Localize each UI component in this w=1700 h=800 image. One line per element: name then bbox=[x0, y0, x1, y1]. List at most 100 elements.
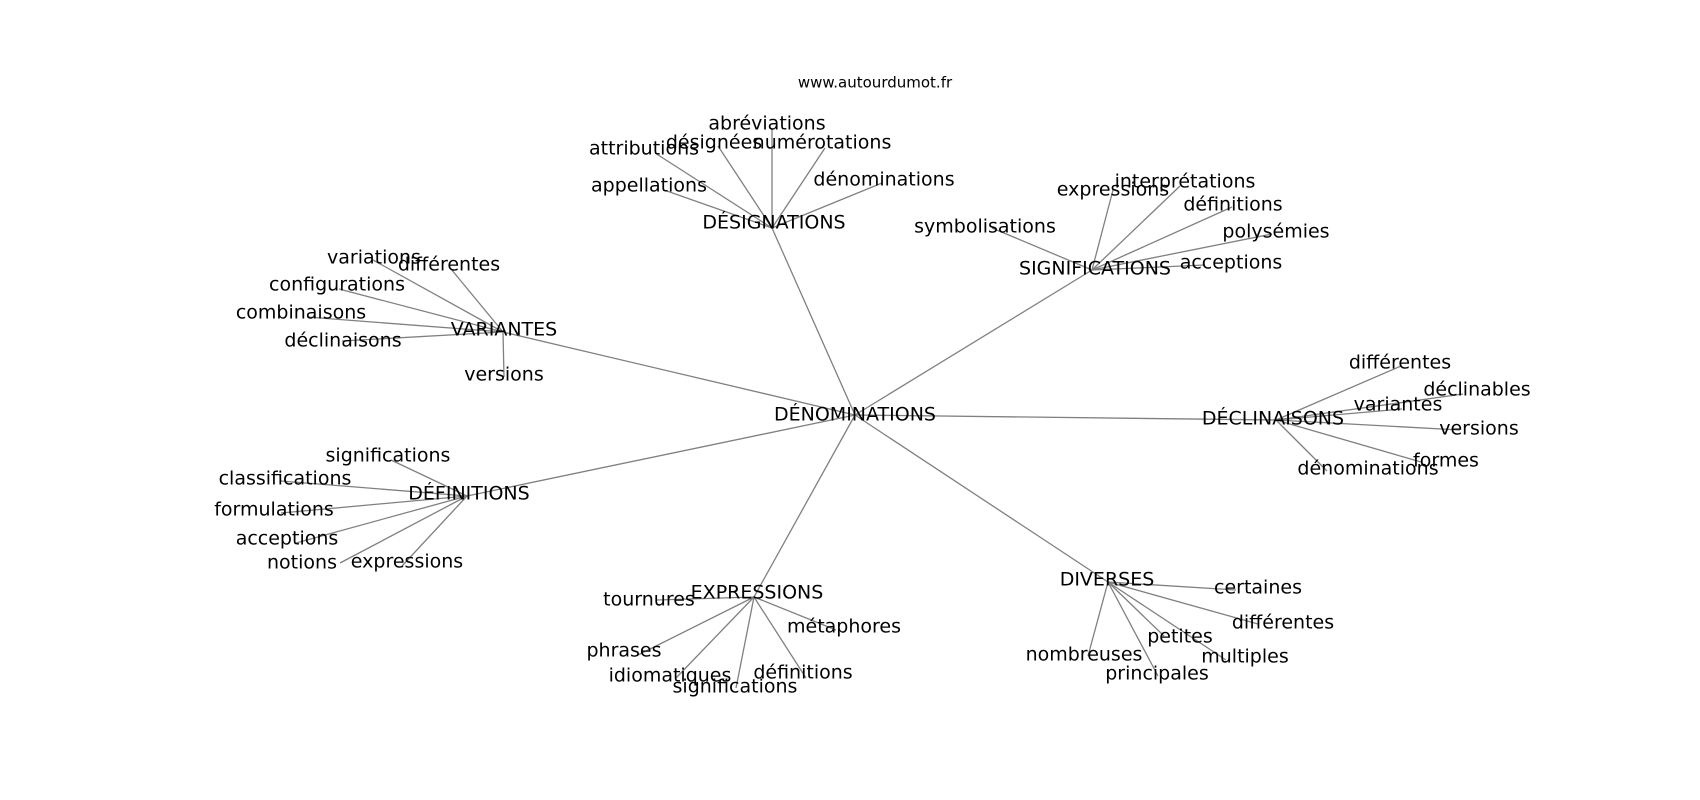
edge-designations-1 bbox=[654, 152, 773, 229]
branch-node-significations: SIGNIFICATIONS bbox=[1019, 258, 1171, 280]
leaf-node-significations-3: symbolisations bbox=[914, 216, 1056, 238]
leaf-node-diverses-0: certaines bbox=[1214, 577, 1302, 599]
edge-definitions-2 bbox=[280, 495, 468, 514]
leaf-node-designations-1: attributions bbox=[589, 138, 699, 160]
leaf-node-diverses-3: nombreuses bbox=[1026, 644, 1143, 666]
edge-expressions-0 bbox=[656, 596, 755, 601]
edge-significations-4 bbox=[1091, 233, 1273, 271]
edge-declinaisons-0 bbox=[1275, 365, 1402, 421]
edge-variantes-2 bbox=[338, 288, 504, 333]
leaf-node-variantes-0: variations bbox=[327, 247, 421, 269]
branch-node-designations: DÉSIGNATIONS bbox=[702, 211, 845, 234]
leaf-node-diverses-5: principales bbox=[1105, 663, 1209, 685]
leaf-node-significations-5: acceptions bbox=[1180, 252, 1283, 274]
leaf-node-declinaisons-3: versions bbox=[1439, 418, 1519, 440]
edge-diverses-0 bbox=[1107, 581, 1237, 591]
edge-expressions-2 bbox=[635, 596, 755, 657]
edge-definitions-4 bbox=[339, 495, 468, 564]
leaf-node-designations-2: désignées bbox=[666, 132, 762, 154]
leaf-node-definitions-2: formulations bbox=[214, 499, 334, 521]
edge-declinaisons-2 bbox=[1275, 408, 1403, 421]
edge-significations-1 bbox=[1091, 189, 1114, 271]
leaf-node-expressions-0: tournures bbox=[603, 589, 695, 611]
leaf-node-declinaisons-4: formes bbox=[1413, 450, 1479, 472]
leaf-node-expressions-3: idiomatiques bbox=[609, 665, 732, 687]
edge-expressions-5 bbox=[735, 596, 755, 689]
edge-expressions-3 bbox=[675, 596, 755, 679]
leaf-node-expressions-2: phrases bbox=[586, 640, 661, 662]
leaf-node-declinaisons-1: déclinables bbox=[1423, 379, 1530, 401]
edge-designations-5 bbox=[663, 189, 773, 229]
edge-significations-0 bbox=[1091, 185, 1181, 271]
leaf-node-definitions-4: notions bbox=[267, 552, 337, 574]
edge-designations-2 bbox=[717, 145, 773, 229]
edge-variantes-0 bbox=[372, 259, 504, 333]
edge-variantes-5 bbox=[502, 331, 505, 378]
edge-significations-3 bbox=[991, 227, 1093, 271]
edge-root-variantes bbox=[502, 331, 856, 416]
edge-variantes-1 bbox=[450, 268, 504, 333]
leaf-node-significations-2: définitions bbox=[1183, 194, 1282, 216]
edge-diverses-3 bbox=[1087, 581, 1109, 657]
edge-declinaisons-5 bbox=[1275, 419, 1328, 472]
leaf-node-variantes-4: déclinaisons bbox=[284, 330, 401, 352]
edge-declinaisons-3 bbox=[1275, 419, 1461, 431]
leaf-node-expressions-4: définitions bbox=[753, 662, 852, 684]
edge-root-designations bbox=[771, 227, 856, 416]
branch-node-expressions: EXPRESSIONS bbox=[691, 582, 824, 604]
leaf-node-designations-3: numérotations bbox=[753, 132, 892, 154]
leaf-node-variantes-1: différentes bbox=[398, 254, 500, 276]
branch-node-declinaisons: DÉCLINAISONS bbox=[1202, 407, 1344, 430]
leaf-node-expressions-5: significations bbox=[673, 676, 798, 698]
leaf-node-definitions-3: acceptions bbox=[236, 528, 339, 550]
edge-declinaisons-4 bbox=[1275, 419, 1422, 463]
edge-declinaisons-1 bbox=[1275, 393, 1464, 421]
edges-layer bbox=[280, 128, 1464, 689]
leaf-node-variantes-2: configurations bbox=[269, 274, 405, 296]
leaf-node-definitions-1: classifications bbox=[219, 468, 352, 490]
edge-significations-5 bbox=[1091, 264, 1206, 271]
leaf-node-declinaisons-2: variantes bbox=[1354, 394, 1443, 416]
leaf-node-significations-1: expressions bbox=[1057, 179, 1169, 201]
edge-expressions-1 bbox=[753, 596, 837, 631]
leaf-node-diverses-1: différentes bbox=[1232, 612, 1334, 634]
branch-node-variantes: VARIANTES bbox=[451, 319, 557, 341]
root-node-label: DÉNOMINATIONS bbox=[774, 403, 936, 426]
branch-node-diverses: DIVERSES bbox=[1060, 569, 1155, 591]
edge-designations-4 bbox=[771, 182, 883, 229]
edge-diverses-1 bbox=[1107, 581, 1259, 625]
edge-significations-2 bbox=[1091, 206, 1233, 271]
edge-variantes-4 bbox=[341, 331, 504, 342]
leaf-node-diverses-4: multiples bbox=[1201, 646, 1289, 668]
leaf-node-designations-4: dénominations bbox=[813, 169, 954, 191]
leaf-node-designations-0: abréviations bbox=[708, 113, 825, 135]
edge-variantes-3 bbox=[306, 316, 504, 333]
edge-designations-3 bbox=[771, 147, 826, 229]
edge-diverses-4 bbox=[1107, 581, 1227, 661]
leaf-node-designations-5: appellations bbox=[591, 175, 707, 197]
leaf-node-variantes-5: versions bbox=[464, 364, 544, 386]
leaf-node-expressions-1: métaphores bbox=[787, 616, 901, 638]
leaf-node-declinaisons-0: différentes bbox=[1349, 352, 1451, 374]
edge-root-definitions bbox=[466, 414, 856, 497]
leaf-node-definitions-0: significations bbox=[326, 445, 451, 467]
source-label: www.autourdumot.fr bbox=[798, 74, 953, 92]
edge-definitions-5 bbox=[401, 495, 468, 567]
branch-node-definitions: DÉFINITIONS bbox=[408, 482, 529, 505]
edge-diverses-2 bbox=[1107, 581, 1165, 637]
leaf-node-variantes-3: combinaisons bbox=[236, 302, 366, 324]
edge-definitions-0 bbox=[390, 459, 468, 497]
leaf-node-significations-0: interprétations bbox=[1115, 171, 1256, 193]
edge-definitions-1 bbox=[280, 480, 468, 497]
leaf-node-declinaisons-5: dénominations bbox=[1297, 458, 1438, 480]
edge-expressions-4 bbox=[753, 596, 807, 679]
edge-root-diverses bbox=[854, 414, 1109, 583]
leaf-node-definitions-5: expressions bbox=[351, 551, 463, 573]
edge-definitions-3 bbox=[295, 495, 468, 544]
leaf-node-significations-4: polysémies bbox=[1222, 221, 1329, 243]
edge-root-declinaisons bbox=[854, 414, 1277, 421]
edge-diverses-5 bbox=[1107, 581, 1159, 677]
leaf-node-diverses-2: petites bbox=[1147, 626, 1213, 648]
